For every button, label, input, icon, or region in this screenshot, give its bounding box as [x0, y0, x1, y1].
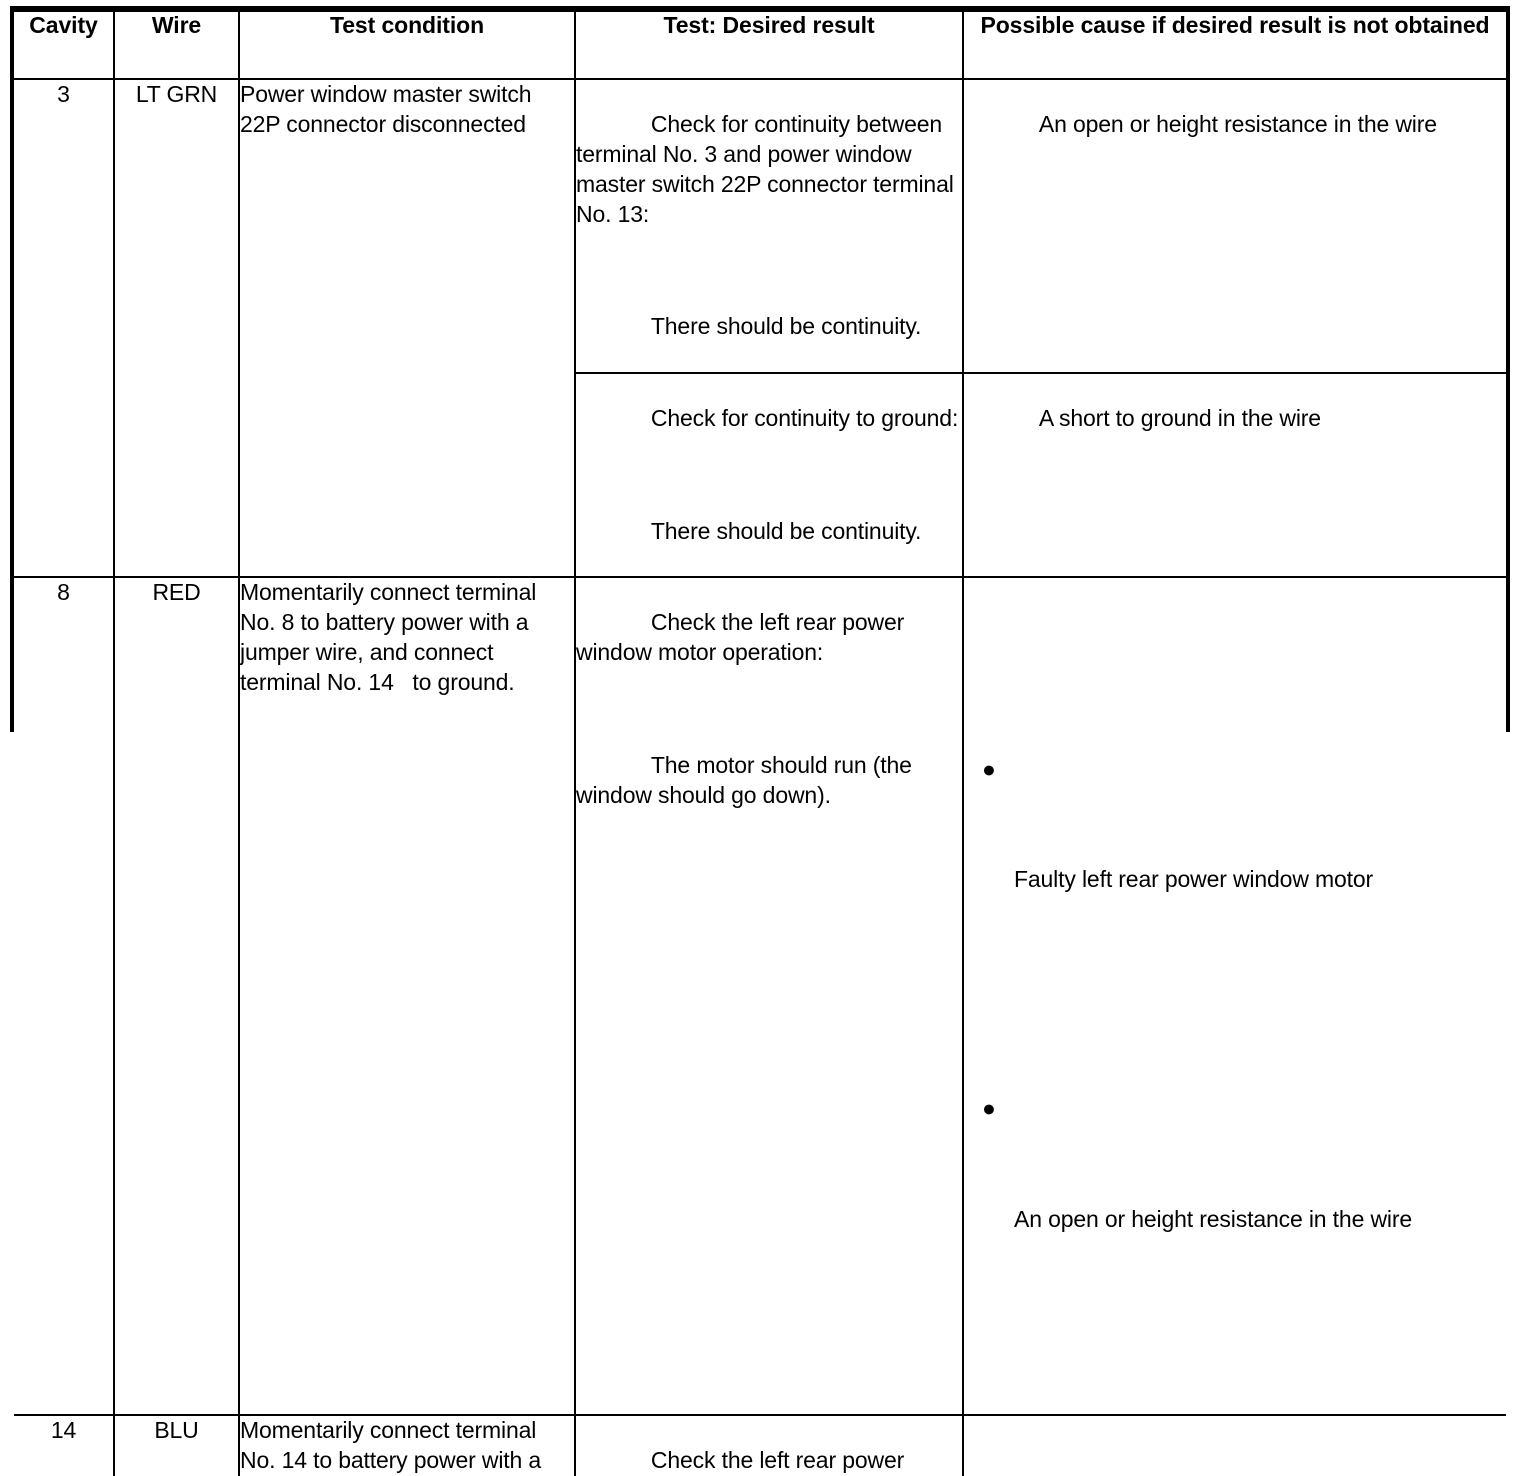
column-header-condition: Test condition: [239, 11, 575, 79]
paragraph-gap: [576, 464, 962, 487]
table-row: 8 RED Momentarily connect terminal No. 8…: [14, 577, 1506, 1414]
cause-text: A short to ground in the wire: [1039, 405, 1321, 431]
troubleshooting-table: Cavity Wire Test condition Test: Desired…: [10, 6, 1510, 732]
cell-cavity: 3: [14, 79, 114, 577]
cell-test: Check the left rear power window motor o…: [575, 1415, 963, 1476]
test-result-text: There should be continuity.: [651, 313, 921, 339]
paragraph-gap: [576, 259, 962, 282]
test-check-text: Check for continuity between terminal No…: [576, 111, 960, 227]
cell-wire: BLU: [114, 1415, 239, 1476]
cause-text: An open or height resistance in the wire: [964, 1183, 1506, 1235]
cause-bullet-list: ● Faulty left rear power window motor ● …: [964, 638, 1506, 1354]
test-result-text: The motor should run (the window should …: [576, 752, 918, 808]
column-header-cause: Possible cause if desired result is not …: [963, 11, 1506, 79]
cell-test: Check for continuity between terminal No…: [575, 79, 963, 373]
cause-text: Faulty left rear power window motor: [964, 843, 1506, 917]
table-row: 3 LT GRN Power window master switch 22P …: [14, 79, 1506, 373]
list-item: ● Faulty left rear power window motor: [964, 698, 1506, 977]
cell-cause: A short to ground in the wire: [963, 373, 1506, 577]
column-header-test: Test: Desired result: [575, 11, 963, 79]
cell-cause: An open or height resistance in the wire: [963, 79, 1506, 373]
cell-condition: Momentarily connect terminal No. 14 to b…: [239, 1415, 575, 1476]
test-check-text: Check the left rear power window motor o…: [576, 609, 910, 665]
cell-condition: Power window master switch 22P connector…: [239, 79, 575, 577]
table-body: 3 LT GRN Power window master switch 22P …: [14, 79, 1506, 1476]
cause-text: An open or height resistance in the wire: [1039, 111, 1437, 137]
cell-cavity: 8: [14, 577, 114, 1414]
cell-cause: ● Faulty left rear power window motor ● …: [963, 1415, 1506, 1476]
table-row: 14 BLU Momentarily connect terminal No. …: [14, 1415, 1506, 1476]
column-header-cavity: Cavity: [14, 11, 114, 79]
test-check-text: Check the left rear power window motor o…: [576, 1447, 910, 1476]
cell-cause: ● Faulty left rear power window motor ● …: [963, 577, 1506, 1414]
table-header: Cavity Wire Test condition Test: Desired…: [14, 11, 1506, 79]
cell-test: Check the left rear power window motor o…: [575, 577, 963, 1414]
header-row: Cavity Wire Test condition Test: Desired…: [14, 11, 1506, 79]
cell-cavity: 14: [14, 1415, 114, 1476]
cell-wire: LT GRN: [114, 79, 239, 577]
cell-test: Check for continuity to ground: There sh…: [575, 373, 963, 577]
bullet-icon: ●: [964, 758, 1506, 784]
column-header-wire: Wire: [114, 11, 239, 79]
cell-wire: RED: [114, 577, 239, 1414]
list-item: ● An open or height resistance in the wi…: [964, 1037, 1506, 1294]
test-table: Cavity Wire Test condition Test: Desired…: [14, 10, 1506, 1476]
paragraph-gap: [576, 698, 962, 721]
bullet-icon: ●: [964, 1097, 1506, 1123]
test-check-text: Check for continuity to ground:: [651, 405, 958, 431]
page-canvas: Cavity Wire Test condition Test: Desired…: [0, 0, 1520, 738]
test-result-text: There should be continuity.: [651, 518, 921, 544]
cell-condition: Momentarily connect terminal No. 8 to ba…: [239, 577, 575, 1414]
